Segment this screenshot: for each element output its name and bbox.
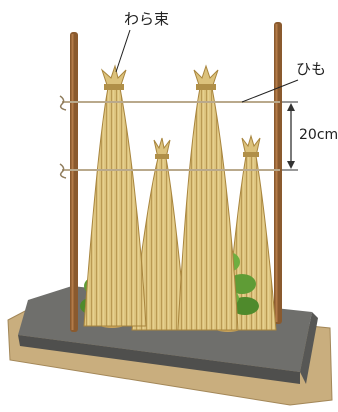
string-label: ひも <box>296 62 326 77</box>
spacing-dimension-arrow <box>282 102 298 170</box>
tie-string-upper <box>60 96 280 110</box>
leader-line-straw-bundle <box>116 30 130 72</box>
straw-bundle-front-left <box>84 66 146 326</box>
spacing-label: 20cm <box>299 128 338 142</box>
support-pole-right <box>274 22 282 324</box>
straw-bundle-front-right <box>178 66 238 330</box>
leader-line-string <box>242 80 298 102</box>
support-pole-left <box>70 32 78 332</box>
straw-bundle-label: わら束 <box>124 12 169 27</box>
